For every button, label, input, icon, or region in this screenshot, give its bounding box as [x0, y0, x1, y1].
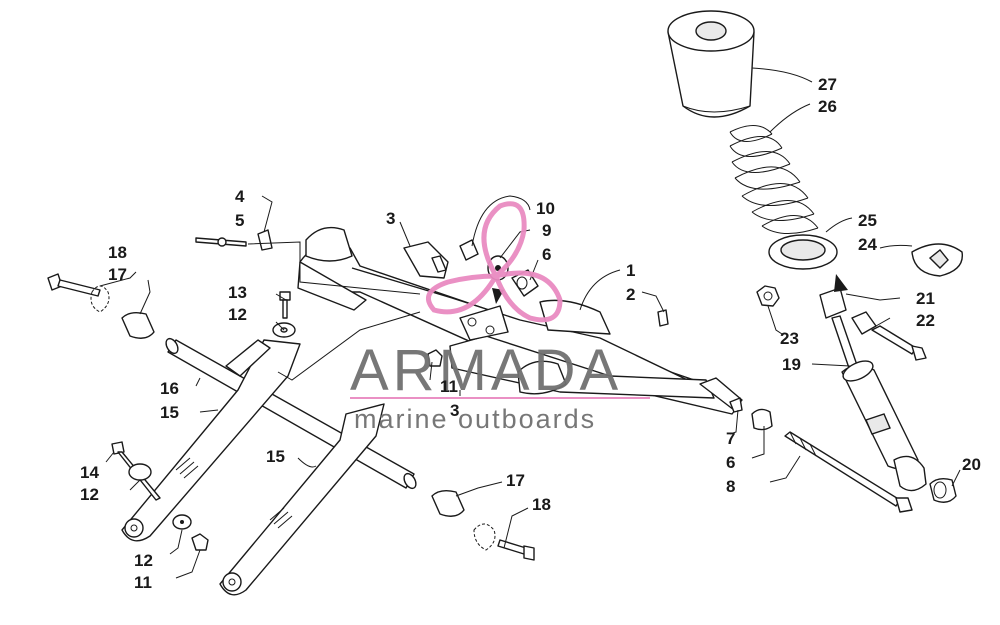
part-18-bolt-lower — [473, 523, 535, 561]
callout-4: 4 — [235, 187, 245, 206]
watermark-tagline: marine outboards — [354, 404, 596, 434]
part-20-bushing — [929, 477, 957, 503]
callout-9: 9 — [542, 221, 551, 240]
pointer-triangle-right — [834, 274, 848, 292]
part-24-retainer — [911, 243, 964, 277]
callout-13: 13 — [228, 283, 247, 302]
part-3-pad — [403, 241, 449, 279]
part-4-clip — [257, 229, 273, 251]
part-13-bolt — [279, 291, 291, 319]
part-11-nut-lower — [191, 533, 209, 551]
callout-3-lower: 3 — [450, 401, 459, 420]
part-17-bushing-upper — [121, 311, 155, 339]
part-22-bolt — [871, 325, 927, 361]
part-10-bushing — [459, 239, 479, 261]
callout-15-upper: 15 — [160, 403, 179, 422]
part-12-washer-lower — [172, 514, 192, 530]
callout-12-lower: 12 — [134, 551, 153, 570]
callout-24: 24 — [858, 235, 877, 254]
leader-lines — [99, 67, 961, 579]
callout-10: 10 — [536, 199, 555, 218]
part-1-swing-arm — [297, 226, 743, 415]
part-18-bolt-upper — [47, 273, 110, 313]
callout-20: 20 — [962, 455, 981, 474]
part-8-long-bolt — [784, 431, 913, 513]
callout-25: 25 — [858, 211, 877, 230]
callout-2: 2 — [626, 285, 635, 304]
callout-14: 14 — [80, 463, 99, 482]
watermark-brand: ARMADA — [350, 338, 622, 403]
part-17-bushing-lower — [431, 489, 465, 517]
callout-1: 1 — [626, 261, 635, 280]
callout-22: 22 — [916, 311, 935, 330]
part-15-arm-right — [219, 403, 385, 596]
callout-23: 23 — [780, 329, 799, 348]
callout-labels: 27 26 25 24 21 22 23 19 20 1 2 10 9 6 3 … — [80, 75, 981, 592]
callout-6-lower: 6 — [726, 453, 735, 472]
armada-watermark: ARMADA marine outboards — [350, 201, 650, 434]
propeller-logo — [425, 201, 563, 323]
callout-7: 7 — [726, 429, 735, 448]
part-25-spring-seat — [768, 234, 838, 270]
callout-26: 26 — [818, 97, 837, 116]
callout-12-middle: 12 — [80, 485, 99, 504]
part-7-sleeve — [729, 397, 743, 413]
callout-21: 21 — [916, 289, 935, 308]
callout-16: 16 — [160, 379, 179, 398]
callout-3-upper: 3 — [386, 209, 395, 228]
callout-8: 8 — [726, 477, 735, 496]
callout-11-lower: 11 — [134, 573, 152, 592]
callout-6-upper: 6 — [542, 245, 551, 264]
callout-12-upper: 12 — [228, 305, 247, 324]
callout-27: 27 — [818, 75, 837, 94]
callout-11-upper: 11 — [440, 377, 458, 396]
part-15-arm-left — [121, 339, 301, 542]
part-12-washer-middle — [128, 463, 152, 481]
callout-17-lower: 17 — [506, 471, 525, 490]
callout-18-upper: 18 — [108, 243, 127, 262]
callout-18-lower: 18 — [532, 495, 551, 514]
callout-19: 19 — [782, 355, 801, 374]
part-6-bushing-lower — [751, 408, 773, 431]
callout-5: 5 — [235, 211, 244, 230]
part-23-nut — [756, 285, 780, 307]
part-27-rubber-boot — [667, 10, 755, 118]
part-26-coil-spring — [729, 125, 819, 234]
callout-15-lower: 15 — [266, 447, 285, 466]
part-19-shock-absorber — [819, 287, 927, 492]
part-5-pin — [195, 237, 247, 247]
callout-17-upper: 17 — [108, 265, 127, 284]
part-2-grease-fitting — [657, 309, 669, 327]
